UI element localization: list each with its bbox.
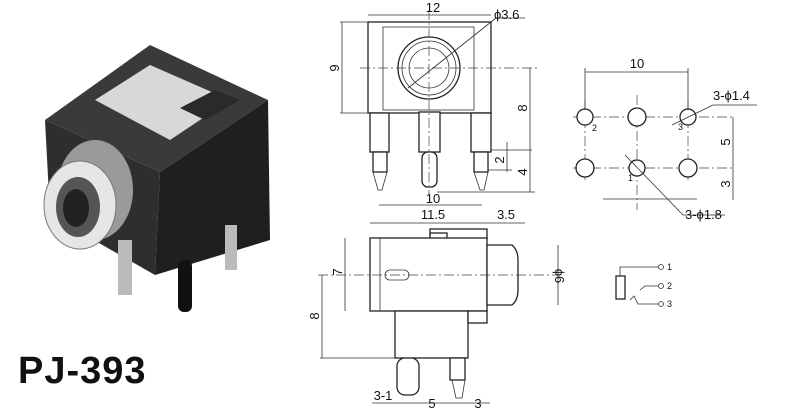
dim-axis-height: 8 bbox=[307, 312, 322, 319]
dim-pin-w: 3-1 bbox=[374, 388, 393, 403]
dim-pin-span: 10 bbox=[426, 191, 440, 206]
dim-body-height: 7 bbox=[330, 268, 345, 275]
pin-label: 1 bbox=[667, 262, 672, 272]
dim-pin-end: 3 bbox=[474, 396, 481, 410]
product-photo bbox=[43, 45, 270, 312]
schematic: 1 2 3 bbox=[615, 262, 672, 309]
dim-pin-a: 2 bbox=[492, 156, 507, 163]
dim-body-length: 11.5 bbox=[421, 207, 445, 222]
pin-label: 3 bbox=[667, 299, 672, 309]
dim-row-pitch: 5 bbox=[718, 138, 733, 145]
dim-pin-gap: 5 bbox=[428, 396, 435, 410]
dim-hole: ϕ3.6 bbox=[494, 7, 519, 22]
front-view: 12 ϕ3.6 9 8 2 4 10 bbox=[327, 0, 540, 206]
dim-small-holes: 3-ϕ1.4 bbox=[713, 88, 750, 103]
side-view: 11.5 3.5 7 8 ϕ6 3-1 5 3 bbox=[307, 207, 567, 410]
dim-barrel-length: 3.5 bbox=[497, 207, 515, 222]
dim-large-holes: 3-ϕ1.8 bbox=[685, 207, 722, 222]
pin-label: 2 bbox=[667, 281, 672, 291]
dim-span: 10 bbox=[630, 56, 644, 71]
model-name: PJ-393 bbox=[18, 350, 147, 392]
hole-label: 1 bbox=[628, 173, 633, 183]
dim-pin-b: 4 bbox=[515, 168, 530, 175]
footprint: 10 3-ϕ1.4 5 3 3-ϕ1.8 2 3 1 bbox=[573, 56, 757, 222]
dim-edge: 3 bbox=[718, 180, 733, 187]
dim-width: 12 bbox=[426, 0, 440, 15]
dim-barrel-dia: ϕ6 bbox=[552, 269, 567, 284]
hole-label: 2 bbox=[592, 123, 597, 133]
dim-center-height: 8 bbox=[515, 104, 530, 111]
dim-height: 9 bbox=[327, 64, 342, 71]
hole-label: 3 bbox=[678, 122, 683, 132]
